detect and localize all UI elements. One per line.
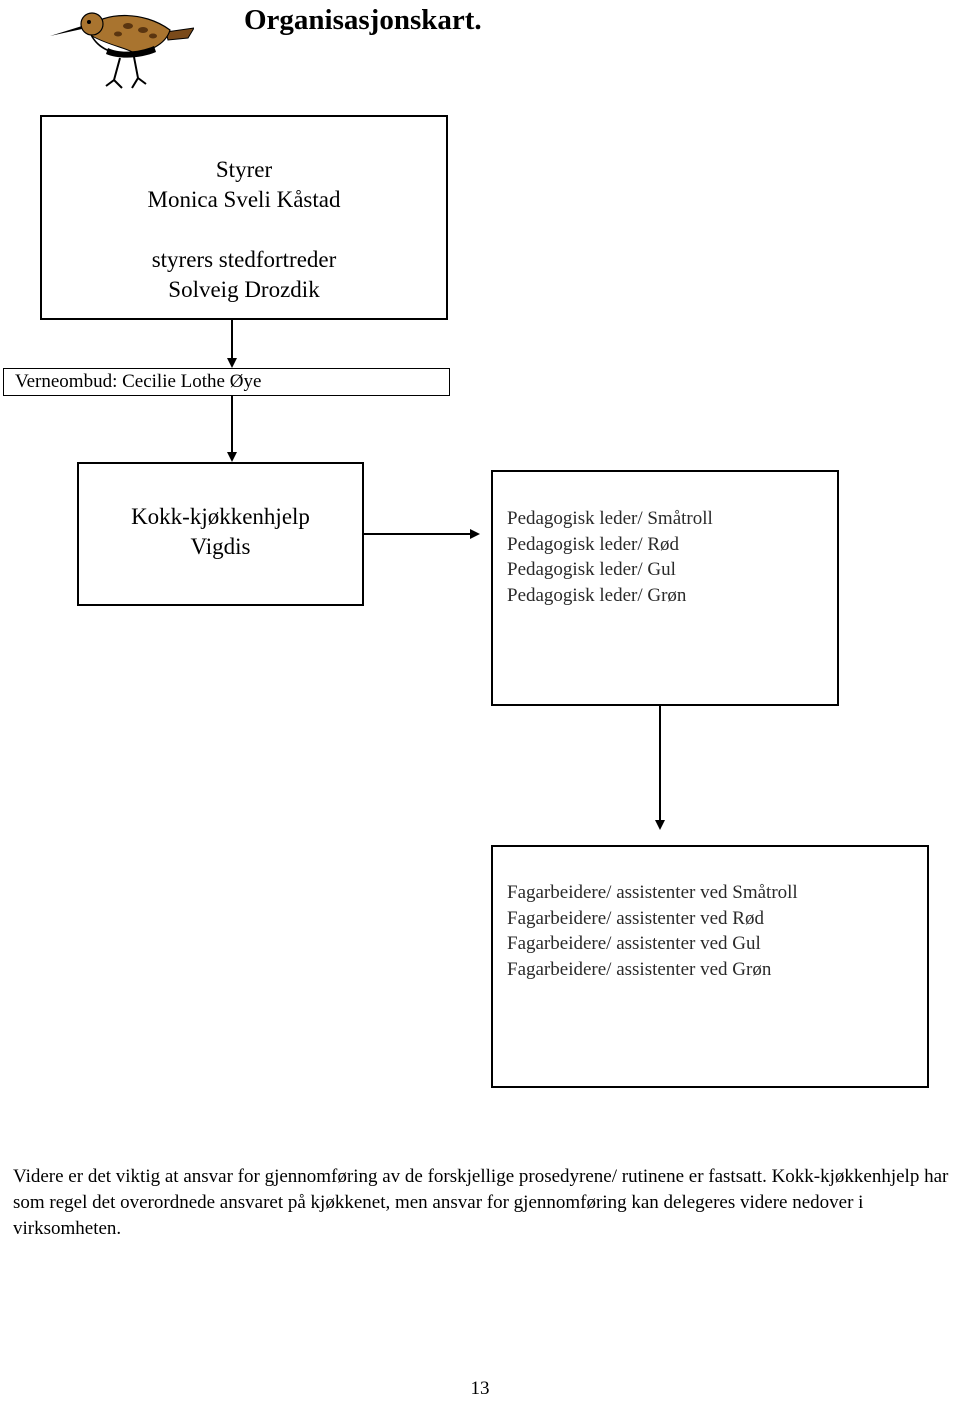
kokk-role: Kokk-kjøkkenhjelp [131, 504, 310, 529]
page-number: 13 [470, 1378, 490, 1399]
pedagogisk-leder-item: Pedagogisk leder/ Grøn [507, 584, 687, 606]
pedagogisk-leder-item: Pedagogisk leder/ Småtroll [507, 508, 713, 529]
body-paragraph: Videre er det viktig at ansvar for gjenn… [13, 1166, 949, 1239]
verneombud-box: Verneombud: Cecilie Lothe Øye [3, 368, 450, 396]
fagarbeider-item: Fagarbeidere/ assistenter ved Gul [507, 933, 761, 954]
pedagogisk-leder-box: Pedagogisk leder/ Småtroll Pedagogisk le… [491, 470, 839, 706]
pedagogisk-leder-item: Pedagogisk leder/ Gul [507, 559, 676, 580]
styrer-role: Styrer [215, 157, 273, 182]
fagarbeider-item: Fagarbeidere/ assistenter ved Rød [507, 907, 764, 929]
bird-logo-icon [50, 12, 194, 89]
deputy-name: Solveig Drozdik [168, 277, 320, 302]
fagarbeider-item: Fagarbeidere/ assistenter ved Grøn [507, 958, 772, 980]
fagarbeider-item: Fagarbeidere/ assistenter ved Småtroll [507, 882, 798, 903]
styrer-name: Monica Sveli Kåstad [147, 187, 341, 212]
verneombud-label: Verneombud: Cecilie Lothe Øye [15, 371, 262, 392]
pedagogisk-leder-item: Pedagogisk leder/ Rød [507, 533, 680, 555]
kokk-name: Vigdis [190, 534, 251, 559]
kokk-box: Kokk-kjøkkenhjelp Vigdis [77, 462, 364, 606]
deputy-role: styrers stedfortreder [151, 247, 337, 272]
page-title: Organisasjonskart. [244, 4, 482, 36]
fagarbeidere-box: Fagarbeidere/ assistenter ved Småtroll F… [491, 845, 929, 1088]
styrer-box: Styrer Monica Sveli Kåstad styrers stedf… [40, 115, 448, 320]
